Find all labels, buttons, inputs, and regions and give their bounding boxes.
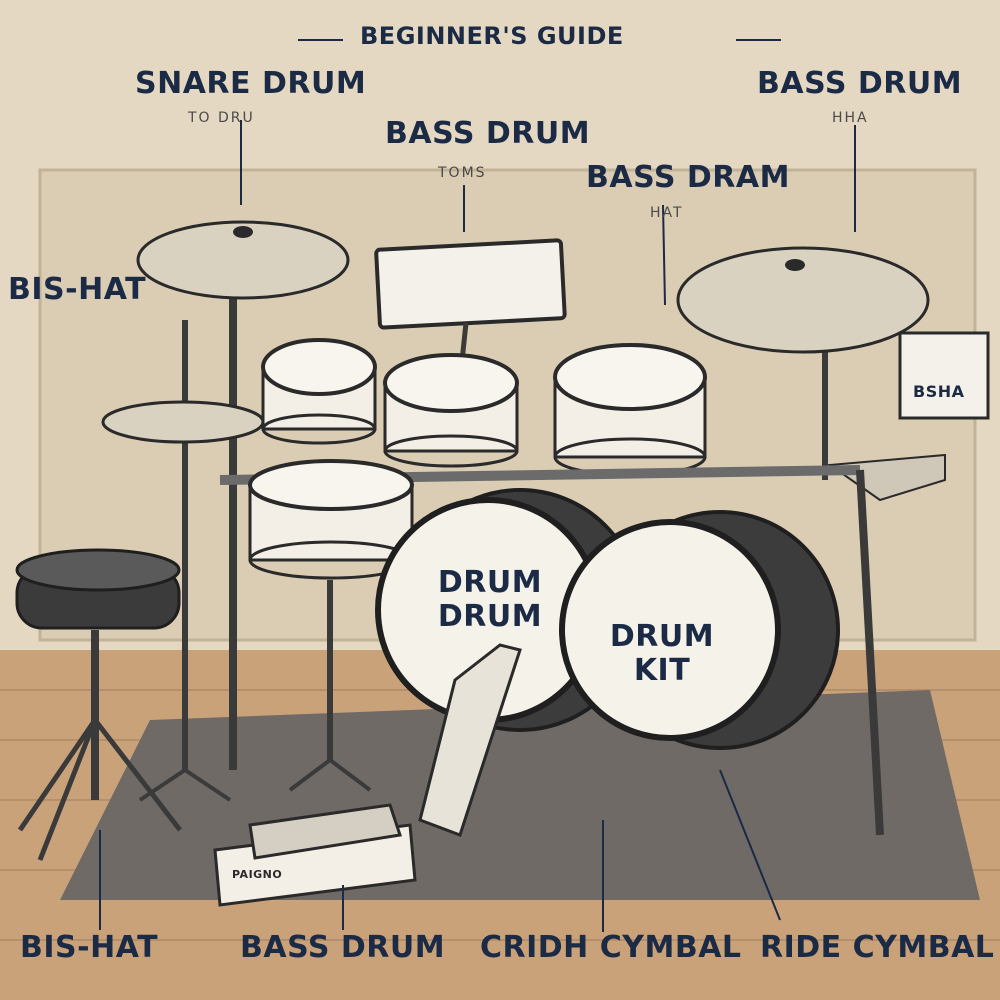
label-hha: HHA [832, 110, 869, 126]
snare-drum [248, 459, 414, 792]
label-snare-drum: SNARE DRUM [135, 66, 367, 101]
drum-head-center-line-2: DRUM [437, 599, 543, 634]
wall-sign-text: BSHA [913, 382, 965, 401]
drum-head-right-line-2: KIT [633, 653, 691, 688]
drum-head-center-text: DRUM DRUM [420, 566, 560, 634]
label-snare-sub: TO DRU [188, 110, 255, 126]
label-crash-cymbal: CRIDH CYMBAL [480, 930, 742, 965]
title-rule-right [736, 39, 781, 41]
label-bass-drum-center: BASS DRUM [385, 116, 591, 151]
tablet-screen [374, 238, 567, 381]
label-bis-hat-left: BIS-HAT [8, 272, 147, 307]
label-toms: TOMS [438, 165, 487, 181]
hi-hat-pedal [213, 803, 417, 907]
bass-drum-right [559, 510, 840, 750]
page-title: BEGINNER'S GUIDE [360, 22, 624, 50]
hi-hat [101, 320, 265, 802]
pedal-box-text: PAIGNO [232, 868, 283, 881]
tom-right [553, 343, 707, 477]
leader-lines [99, 120, 856, 932]
wall-sign [898, 331, 990, 420]
label-bass-drum-right: BASS DRUM [757, 66, 963, 101]
label-bass-dram: BASS DRAM [586, 160, 790, 195]
drum-throne [15, 548, 182, 861]
drum-head-right-text: DRUM KIT [597, 620, 727, 688]
rack-leg-right [856, 469, 884, 836]
label-ride-cymbal: RIDE CYMBAL [760, 930, 995, 965]
ride-cymbal-right [676, 246, 930, 480]
label-hat: HAT [650, 205, 684, 221]
crash-cymbal-left [136, 220, 350, 770]
drum-head-right-line-1: DRUM [609, 619, 715, 654]
label-bass-drum-bottom: BASS DRUM [240, 930, 446, 965]
tom-left [261, 338, 377, 445]
kick-pedal [418, 643, 522, 837]
label-bis-hat-bottom: BIS-HAT [20, 930, 159, 965]
tom-center [383, 353, 519, 468]
title-rule-left [298, 39, 343, 41]
drum-head-center-line-1: DRUM [437, 565, 543, 600]
